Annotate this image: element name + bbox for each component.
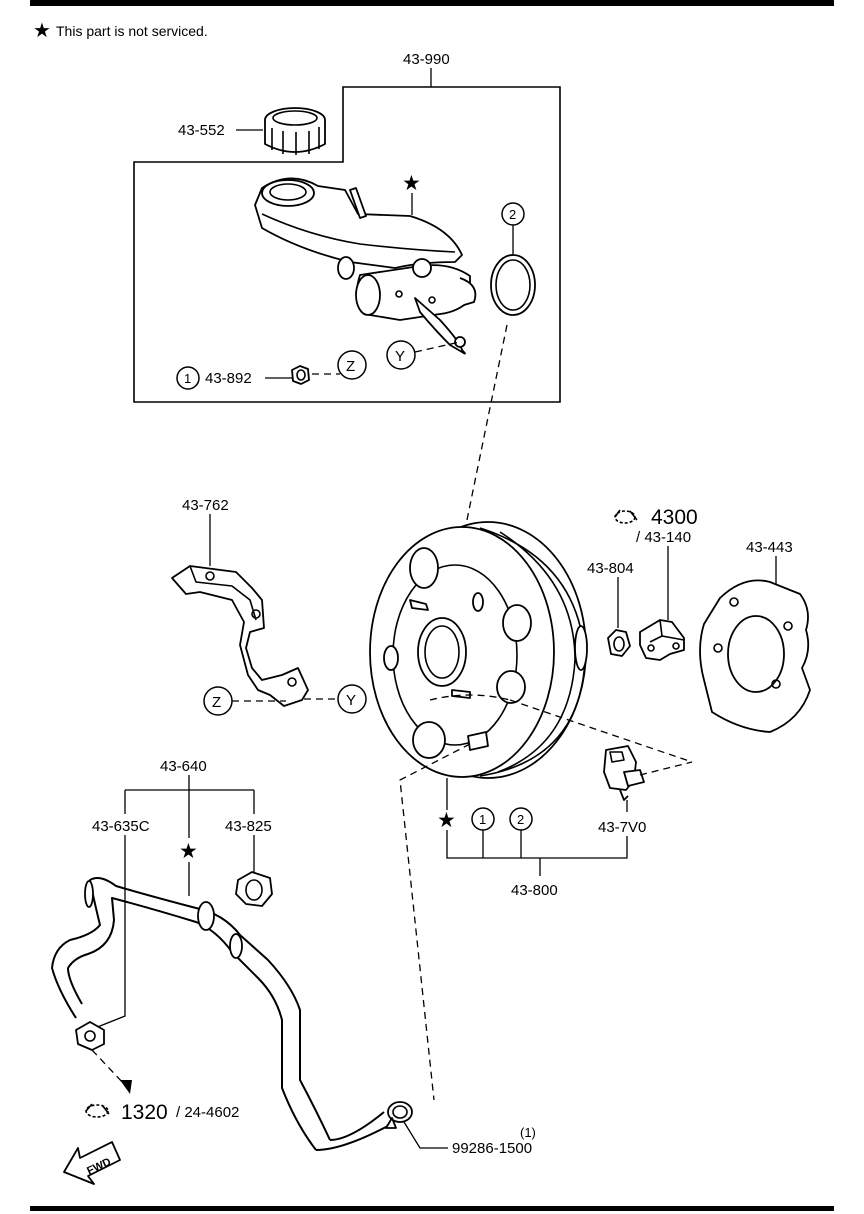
master-cylinder-group: 43-990 43-552 ★: [133, 51, 561, 403]
circle-2-top: 2: [509, 207, 516, 222]
hose-part[interactable]: [51, 877, 393, 1151]
brake-booster-part[interactable]: [369, 521, 588, 779]
note-star: ★: [33, 20, 51, 42]
gasket-part[interactable]: [699, 579, 811, 733]
label-43-443[interactable]: 43-443: [746, 539, 793, 556]
nut-43-804-part[interactable]: [607, 629, 631, 657]
connector-part[interactable]: [75, 1021, 105, 1051]
clamp-qty: (1): [520, 1125, 536, 1140]
label-43-892[interactable]: 43-892: [205, 370, 252, 387]
ref-4300-icon: [614, 509, 638, 524]
marker-z-top: Z: [346, 358, 355, 375]
marker-y-bracket: Y: [346, 692, 356, 709]
top-rule: [30, 0, 834, 6]
sensor-part[interactable]: [603, 745, 645, 801]
master-cylinder-part[interactable]: [254, 177, 477, 355]
bracket-part[interactable]: [171, 565, 309, 707]
booster-star: ★: [437, 809, 456, 832]
hose-star: ★: [179, 840, 198, 863]
clip-43-825-part[interactable]: [235, 871, 273, 907]
fwd-arrow-icon: FWD: [63, 1141, 121, 1185]
label-99286-1500[interactable]: 99286-1500: [452, 1140, 532, 1157]
reservoir-star: ★: [402, 172, 421, 195]
marker-z-bracket: Z: [212, 694, 221, 711]
marker-y-top: Y: [395, 348, 405, 365]
nut-43-892-part[interactable]: [291, 365, 310, 385]
ref-1320-icon: [85, 1103, 110, 1118]
label-43-825[interactable]: 43-825: [225, 818, 272, 835]
assembly-box: [133, 86, 561, 403]
label-43-990[interactable]: 43-990: [403, 51, 450, 68]
label-43-635C[interactable]: 43-635C: [92, 818, 150, 835]
sensor-bracket-part[interactable]: [639, 619, 685, 661]
ref-4300-number[interactable]: 4300: [651, 506, 698, 529]
label-43-640[interactable]: 43-640: [160, 758, 207, 775]
ref-1320-number[interactable]: 1320: [121, 1101, 168, 1124]
label-43-804[interactable]: 43-804: [587, 560, 634, 577]
label-43-7V0[interactable]: 43-7V0: [598, 819, 646, 836]
circle-1-booster: 1: [479, 812, 486, 827]
circle-1-nut: 1: [184, 371, 191, 386]
bottom-rule: [30, 1206, 834, 1211]
note-text: This part is not serviced.: [56, 23, 208, 39]
ref-4300-sub[interactable]: / 43-140: [636, 529, 691, 546]
clamp-part[interactable]: [385, 1101, 413, 1129]
circle-2-booster: 2: [517, 812, 524, 827]
label-43-800[interactable]: 43-800: [511, 882, 558, 899]
ref-1320-sub[interactable]: / 24-4602: [176, 1104, 239, 1121]
label-43-762[interactable]: 43-762: [182, 497, 229, 514]
label-43-552[interactable]: 43-552: [178, 122, 225, 139]
o-ring-part[interactable]: [490, 254, 536, 316]
reservoir-cap-part[interactable]: [264, 107, 326, 155]
